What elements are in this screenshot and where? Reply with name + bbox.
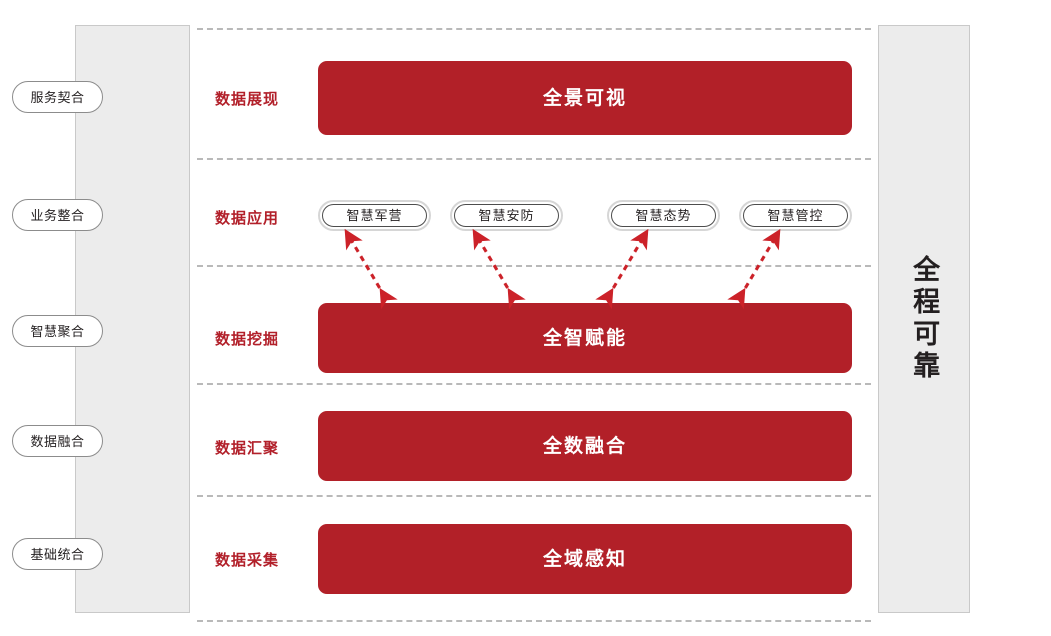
app-pill-label: 智慧军营 xyxy=(346,208,403,223)
divider-bottom xyxy=(197,620,871,622)
divider-presentation-application xyxy=(197,158,871,160)
row-label-collection: 数据采集 xyxy=(215,552,280,569)
app-pill-inner: 智慧管控 xyxy=(743,204,848,227)
stage-pill-data-fusion[interactable]: 数据融合 xyxy=(12,425,103,457)
row-label-presentation: 数据展现 xyxy=(215,91,280,108)
app-pill-smart-control[interactable]: 智慧管控 xyxy=(739,200,852,231)
row-label-application: 数据应用 xyxy=(215,210,280,227)
stage-pill-label: 业务整合 xyxy=(30,207,85,223)
app-pill-label: 智慧管控 xyxy=(767,208,824,223)
app-pill-inner: 智慧军营 xyxy=(322,204,427,227)
app-pill-smart-situation[interactable]: 智慧态势 xyxy=(607,200,720,231)
bar-label: 全智赋能 xyxy=(542,327,627,349)
stage-pill-business-integration[interactable]: 业务整合 xyxy=(12,199,103,231)
row-label-mining: 数据挖掘 xyxy=(215,331,280,348)
stage-pill-label: 基础统合 xyxy=(30,546,85,562)
bar-full-intelligence-enablement[interactable]: 全智赋能 xyxy=(318,303,852,373)
app-pill-inner: 智慧态势 xyxy=(611,204,716,227)
arrow-smart-situation xyxy=(595,228,649,310)
divider-top xyxy=(197,28,871,30)
reliability-panel xyxy=(878,25,970,613)
bar-panoramic-visualization[interactable]: 全景可视 xyxy=(318,61,852,135)
stage-pill-label: 服务契合 xyxy=(30,89,85,105)
arrow-smart-control xyxy=(727,228,781,310)
app-pill-label: 智慧态势 xyxy=(635,208,692,223)
bar-full-domain-perception[interactable]: 全域感知 xyxy=(318,524,852,594)
app-pill-inner: 智慧安防 xyxy=(454,204,559,227)
app-pill-smart-security[interactable]: 智慧安防 xyxy=(450,200,563,231)
stage-pill-foundation-unification[interactable]: 基础统合 xyxy=(12,538,103,570)
stage-pill-label: 智慧聚合 xyxy=(30,323,85,339)
bar-label: 全数融合 xyxy=(542,435,627,457)
bar-label: 全景可视 xyxy=(542,87,627,109)
stage-pill-intelligence-convergence[interactable]: 智慧聚合 xyxy=(12,315,103,347)
arrow-smart-security xyxy=(472,228,526,310)
row-label-aggregation: 数据汇聚 xyxy=(215,440,280,457)
divider-mining-aggregation xyxy=(197,383,871,385)
arrow-smart-barracks xyxy=(344,228,398,310)
divider-application-mining xyxy=(197,265,871,267)
stage-pill-label: 数据融合 xyxy=(30,433,85,449)
stage-pill-service-fit[interactable]: 服务契合 xyxy=(12,81,103,113)
divider-aggregation-collection xyxy=(197,495,871,497)
bar-full-data-fusion[interactable]: 全数融合 xyxy=(318,411,852,481)
bar-label: 全域感知 xyxy=(542,548,627,570)
app-pill-label: 智慧安防 xyxy=(478,208,535,223)
app-pill-smart-barracks[interactable]: 智慧军营 xyxy=(318,200,431,231)
